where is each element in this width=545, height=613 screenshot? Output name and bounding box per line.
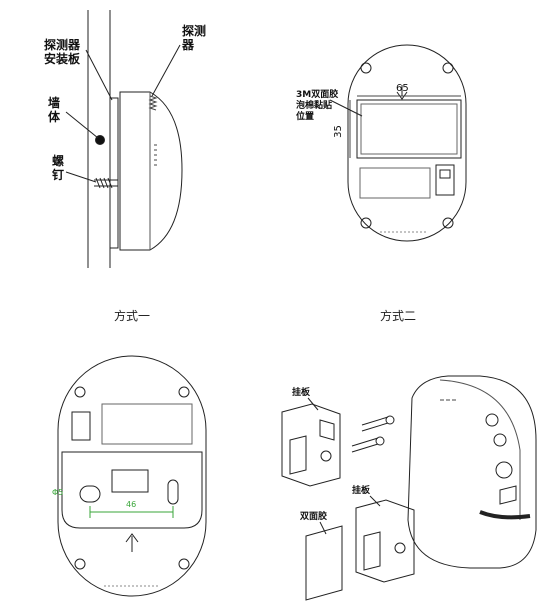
label-wall: 墙 体	[48, 96, 61, 124]
caption-method-two: 方式二	[380, 309, 417, 323]
leader-wall	[65, 111, 99, 139]
bracket-top-tab	[319, 419, 335, 441]
leader-screw	[65, 171, 97, 183]
switch-block	[435, 164, 455, 196]
caption-method-one: 方式一	[114, 309, 151, 323]
panel1-side-view	[65, 10, 183, 268]
corner-screw-br	[442, 217, 454, 229]
leader-bracket-top	[307, 397, 319, 411]
leader-mount-plate	[85, 49, 113, 101]
bracket-top-slot	[289, 435, 307, 475]
bracket-bottom	[355, 499, 415, 583]
plate-hole-left	[79, 485, 101, 503]
screw-thread	[95, 177, 113, 189]
detector-marks	[154, 144, 157, 166]
detector-3d-body	[407, 375, 537, 569]
mount-plate	[109, 97, 119, 249]
label-bracket-bottom: 挂板	[352, 486, 371, 496]
dim-height-35: 35	[332, 125, 344, 138]
label-mount-plate: 探测器 安装板	[44, 38, 81, 66]
corner-screw-br-2	[178, 558, 190, 570]
bracket-bottom-slot	[363, 531, 381, 571]
arrow-up	[125, 533, 139, 552]
detector-3d-button-1	[485, 413, 499, 427]
corner-screw-tr-2	[178, 386, 190, 398]
leader-tape-4	[319, 521, 327, 535]
mount-plate-front	[61, 451, 203, 529]
detector-3d-indicator	[499, 485, 517, 505]
detector-back-outline	[347, 44, 467, 242]
tape-area-inner	[360, 103, 458, 155]
dim-hole-spacing: 46	[126, 500, 137, 509]
leader-tape	[329, 99, 363, 117]
tape-area	[356, 99, 462, 159]
battery-compartment	[359, 167, 431, 199]
detector-3d-button-3	[495, 461, 513, 479]
panel3-plate-view	[57, 355, 207, 597]
corner-screw-tl	[360, 62, 372, 74]
screw-1	[361, 416, 389, 432]
switch-block-2	[71, 411, 91, 441]
plate-hole-right	[167, 479, 179, 505]
leader-detector	[151, 44, 181, 97]
panel2-back-view	[329, 44, 467, 242]
detector-3d-band	[479, 510, 531, 520]
leader-bracket-bottom	[369, 495, 381, 507]
corner-screw-bl	[360, 217, 372, 229]
detector-body	[119, 91, 183, 251]
label-bracket-top: 挂板	[292, 388, 311, 398]
detector-3d-button-2	[493, 433, 507, 447]
dim-width-65: 65	[396, 83, 409, 94]
plate-window	[111, 469, 149, 493]
arrow-down	[396, 85, 408, 100]
dim-hole-diameter: Φ5	[52, 488, 64, 497]
screw-2	[351, 437, 379, 453]
label-detector: 探测 器	[182, 24, 207, 52]
bracket-top-hole	[320, 450, 332, 462]
label-screw: 螺 钉	[52, 154, 65, 182]
detector-vent	[148, 95, 158, 111]
corner-screw-tr	[442, 62, 454, 74]
corner-screw-tl-2	[74, 386, 86, 398]
bracket-bottom-hole	[394, 542, 406, 554]
screw-2-head	[375, 436, 385, 446]
label-tape-position: 3M双面胶 泡棉黏贴 位置	[296, 90, 339, 122]
tape-pad	[305, 525, 343, 601]
detector-back-outline-2	[57, 355, 207, 597]
label-double-tape: 双面胶	[300, 512, 328, 522]
detector-3d-edge	[439, 379, 521, 520]
corner-screw-bl-2	[74, 558, 86, 570]
battery-compartment-2	[101, 403, 193, 445]
bracket-top	[281, 403, 341, 487]
panel4-exploded-view	[281, 375, 537, 601]
switch-knob	[439, 169, 451, 179]
screw-1-head	[385, 415, 395, 425]
